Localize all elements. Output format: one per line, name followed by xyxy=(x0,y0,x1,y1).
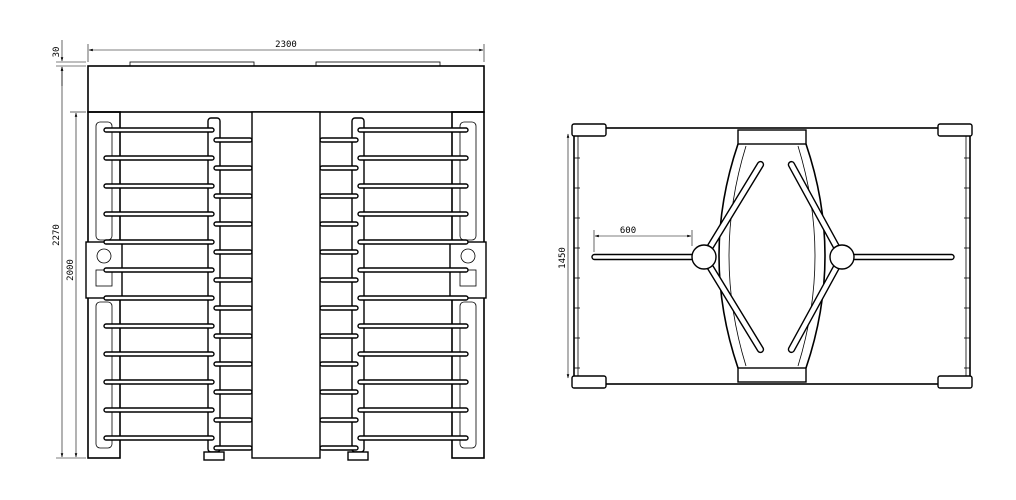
arm-right-outer xyxy=(357,239,469,245)
arm-left-inner xyxy=(213,165,253,171)
arm-left-inner xyxy=(213,305,253,311)
arm-left-inner xyxy=(213,389,253,395)
rotor-shaft-left xyxy=(203,117,225,461)
rotor-arms xyxy=(591,160,955,354)
barrier-arms xyxy=(103,127,469,451)
arm-right-outer xyxy=(357,323,469,329)
arm-left-outer xyxy=(103,239,215,245)
canopy xyxy=(87,65,485,113)
arm-left-outer xyxy=(103,267,215,273)
canopy-lip-left xyxy=(129,61,255,67)
top-view: 1450 600 xyxy=(558,123,973,389)
arm-right-inner xyxy=(319,137,359,143)
front-view: 2300 30 2270 2000 xyxy=(52,40,487,461)
left-post-slot-bottom xyxy=(95,301,113,449)
arm-left-inner xyxy=(213,193,253,199)
arm-right-inner xyxy=(319,221,359,227)
arm-left-outer xyxy=(103,211,215,217)
arm-left-outer xyxy=(103,323,215,329)
top-frame xyxy=(573,127,971,385)
arm-right-outer xyxy=(357,127,469,133)
arm-left-outer xyxy=(103,379,215,385)
shaft-left-foot xyxy=(203,451,225,461)
arm-right-outer xyxy=(357,155,469,161)
arm-right-inner xyxy=(319,165,359,171)
arm-right-outer xyxy=(357,183,469,189)
arm-left-lower xyxy=(701,255,765,354)
dim-label-arm: 600 xyxy=(620,226,636,236)
right-post-slot-top xyxy=(459,121,477,241)
canopy-lip-right xyxy=(315,61,441,67)
arm-right-outer xyxy=(357,407,469,413)
left-post-slot-top xyxy=(95,121,113,241)
arm-left-inner xyxy=(213,277,253,283)
shaft-right-foot xyxy=(347,451,369,461)
dim-label-width: 2300 xyxy=(275,40,297,50)
arm-left-inner xyxy=(213,249,253,255)
arm-right-outer xyxy=(357,435,469,441)
arm-right-upper xyxy=(787,160,845,259)
arm-right-outer xyxy=(357,267,469,273)
arm-right-inner xyxy=(319,445,359,451)
lens-right-outer xyxy=(805,143,826,369)
arm-right-lower xyxy=(787,255,845,354)
center-column xyxy=(251,111,321,459)
arm-right-inner xyxy=(319,417,359,423)
arm-left-outer xyxy=(103,351,215,357)
arm-left-outer xyxy=(103,183,215,189)
arm-right-inner xyxy=(319,305,359,311)
arm-left-inner xyxy=(213,137,253,143)
arm-right-inner xyxy=(319,333,359,339)
arm-left-inner xyxy=(213,361,253,367)
dim-label-total-height: 2270 xyxy=(52,224,62,246)
foot-bottom-left xyxy=(571,375,607,389)
arm-left-horizontal xyxy=(591,253,705,261)
rotor-shaft-right xyxy=(347,117,369,461)
left-hub xyxy=(691,244,717,270)
arm-left-upper xyxy=(701,160,765,259)
arm-left-inner xyxy=(213,417,253,423)
arm-right-outer xyxy=(357,295,469,301)
arm-right-inner xyxy=(319,193,359,199)
dim-label-top: 30 xyxy=(52,47,62,58)
right-hub xyxy=(829,244,855,270)
arm-left-inner xyxy=(213,445,253,451)
arm-right-inner xyxy=(319,249,359,255)
arm-right-inner xyxy=(319,277,359,283)
lens-left-outer xyxy=(718,143,739,369)
frame-ticks xyxy=(574,157,970,369)
column-cap-bottom xyxy=(737,367,807,383)
column-cap-top xyxy=(737,129,807,145)
arm-right-outer xyxy=(357,379,469,385)
right-post-slot-bottom xyxy=(459,301,477,449)
right-reader-lamp xyxy=(460,248,476,264)
foot-top-right xyxy=(937,123,973,137)
arm-left-outer xyxy=(103,435,215,441)
dim-label-depth: 1450 xyxy=(558,247,568,269)
arm-left-outer xyxy=(103,127,215,133)
dim-label-height: 2000 xyxy=(66,259,76,281)
arm-right-outer xyxy=(357,211,469,217)
left-reader-lamp xyxy=(96,248,112,264)
arm-left-outer xyxy=(103,155,215,161)
arm-left-outer xyxy=(103,295,215,301)
arm-left-outer xyxy=(103,407,215,413)
foot-top-left xyxy=(571,123,607,137)
arm-left-inner xyxy=(213,333,253,339)
arm-right-inner xyxy=(319,389,359,395)
arm-right-inner xyxy=(319,361,359,367)
foot-bottom-right xyxy=(937,375,973,389)
arm-left-inner xyxy=(213,221,253,227)
arm-right-horizontal xyxy=(841,253,955,261)
arm-right-outer xyxy=(357,351,469,357)
